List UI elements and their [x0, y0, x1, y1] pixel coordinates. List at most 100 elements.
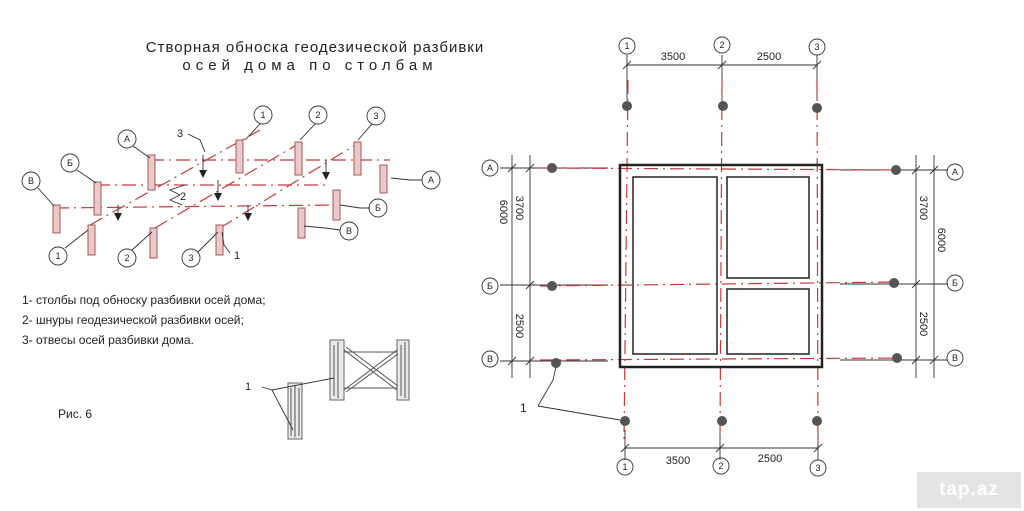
axis-line-1	[623, 79, 629, 441]
sketch-label-b-right: Б	[368, 198, 388, 218]
svg-text:2: 2	[718, 461, 723, 471]
sketch-post	[93, 181, 102, 216]
axis-post	[892, 353, 902, 363]
sketch-label-b-left: Б	[60, 153, 80, 173]
string-line-1	[89, 129, 261, 226]
axis-label-b-right: Б	[946, 274, 964, 292]
axis-post	[620, 416, 630, 426]
room-left	[632, 176, 718, 355]
diagram-title-line2: осей дома по столбам	[182, 57, 437, 74]
svg-text:А: А	[952, 167, 958, 177]
svg-text:3: 3	[815, 463, 820, 473]
legend-item-3: 3- отвесы осей разбивки дома.	[22, 333, 194, 347]
svg-text:В: В	[487, 354, 493, 364]
plan-callout-1: 1	[520, 401, 527, 415]
string-line-v	[54, 204, 336, 209]
axis-label-1-bottom: 1	[616, 458, 634, 476]
axis-line-b	[539, 281, 901, 287]
string-line-3	[219, 141, 361, 229]
axis-label-1-top: 1	[618, 37, 636, 55]
svg-text:Б: Б	[67, 158, 73, 168]
svg-text:В: В	[28, 176, 34, 186]
svg-text:В: В	[952, 353, 958, 363]
sketch-post	[52, 204, 61, 234]
svg-text:1: 1	[260, 110, 265, 120]
dim-bottom-2500: 2500	[758, 453, 782, 465]
axis-line-a	[539, 167, 901, 171]
dim-left-2500: 2500	[513, 314, 525, 338]
sketch-label-1-top: 1	[253, 105, 273, 125]
axis-post	[718, 101, 728, 111]
legend-item-1: 1- столбы под обноску разбивки осей дома…	[22, 293, 266, 307]
post-frame-sketch: 1	[245, 339, 410, 440]
axis-line-2	[719, 79, 723, 441]
axis-label-v-left: В	[481, 350, 499, 368]
svg-text:Б: Б	[375, 203, 381, 213]
dim-bottom-3500: 3500	[666, 455, 690, 467]
axis-label-a-left: А	[481, 159, 499, 177]
axis-post	[622, 101, 632, 111]
svg-text:А: А	[124, 134, 130, 144]
dim-left-3700: 3700	[513, 196, 525, 220]
room-bottom-right	[726, 288, 810, 355]
axis-post	[889, 278, 899, 288]
svg-text:Б: Б	[487, 281, 493, 291]
sketch-label-a-right: А	[421, 170, 441, 190]
svg-text:А: А	[487, 163, 493, 173]
plan-view: 3500 2500 1 2 3 6000 3700 2500	[481, 36, 964, 477]
axis-line-3	[816, 79, 819, 441]
axis-post	[547, 281, 557, 291]
sketch-callout-1: 1	[245, 381, 251, 393]
sketch-post	[149, 227, 158, 259]
dim-right-2500: 2500	[917, 312, 929, 336]
watermark-text: tap.az	[939, 479, 999, 500]
sketch-post	[215, 224, 224, 256]
sketch-label-3-bottom: 3	[181, 248, 201, 268]
svg-text:2: 2	[124, 253, 129, 263]
svg-text:2: 2	[315, 110, 320, 120]
axis-post	[812, 103, 822, 113]
callout-2: 2	[180, 191, 186, 203]
dim-right-6000: 6000	[935, 228, 947, 252]
axis-label-3-top: 3	[808, 38, 826, 56]
post-callout-leader	[537, 405, 621, 421]
sketch-label-1-bottom: 1	[48, 246, 68, 266]
post-callout-leader	[537, 366, 557, 407]
sketch-label-3-top: 3	[366, 106, 386, 126]
building-outline	[618, 163, 824, 369]
svg-text:1: 1	[624, 41, 629, 51]
svg-text:3: 3	[814, 42, 819, 52]
axis-label-2-top: 2	[713, 36, 731, 54]
legend-item-2: 2- шнуры геодезической разбивки осей;	[22, 313, 244, 327]
sketch-post	[353, 141, 362, 176]
svg-text:3: 3	[373, 111, 378, 121]
axis-post	[891, 165, 901, 175]
sketch-post	[379, 164, 388, 194]
frame-post-right	[396, 339, 410, 401]
diagram-title-line1: Створная обноска геодезической разбивки	[146, 39, 484, 56]
sketch-label-2-top: 2	[308, 105, 328, 125]
perspective-sketch: А Б В 1 2 3 А Б	[21, 105, 441, 268]
dim-top-3500: 3500	[661, 51, 685, 63]
svg-text:А: А	[428, 175, 434, 185]
svg-text:2: 2	[719, 40, 724, 50]
sketch-label-2-bottom: 2	[117, 248, 137, 268]
svg-text:1: 1	[622, 462, 627, 472]
svg-text:1: 1	[55, 251, 60, 261]
svg-text:Б: Б	[952, 278, 958, 288]
sketch-label-v-right: В	[339, 221, 359, 241]
sketch-post	[87, 224, 96, 256]
sketch-post	[294, 141, 303, 176]
axis-label-2-bottom: 2	[712, 457, 730, 475]
watermark: tap.az	[917, 472, 1021, 508]
sketch-label-a-left: А	[117, 129, 137, 149]
frame-post-left	[329, 339, 345, 401]
callout-3: 3	[177, 128, 183, 140]
axis-post	[551, 358, 561, 368]
sketch-post	[332, 189, 341, 221]
svg-text:3: 3	[188, 253, 193, 263]
axis-label-a-right: А	[946, 163, 964, 181]
axis-post	[547, 163, 557, 173]
dim-right-3700: 3700	[917, 196, 929, 220]
